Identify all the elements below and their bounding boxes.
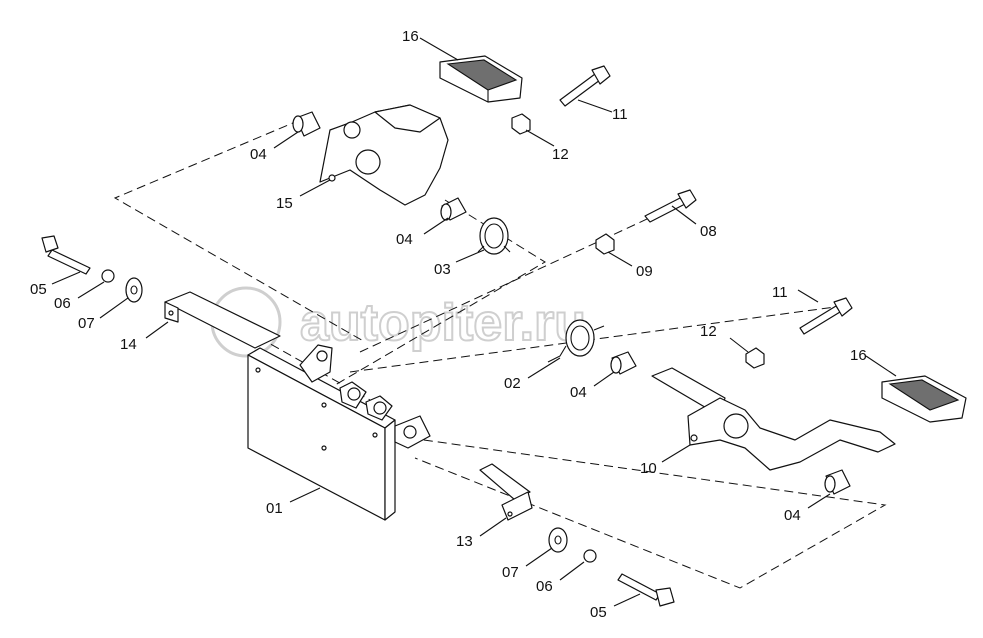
bolt-08 <box>644 189 697 223</box>
bolt-05-right <box>617 573 675 607</box>
watermark: autopiter.ru <box>210 286 587 358</box>
spring-02 <box>547 319 605 363</box>
callout-06-left: 06 <box>54 295 71 312</box>
callout-07-right: 07 <box>502 564 519 581</box>
callout-13: 13 <box>456 533 473 550</box>
callout-01: 01 <box>266 500 283 517</box>
washer-07-right <box>548 527 568 553</box>
bolt-top <box>559 65 611 107</box>
callout-09: 09 <box>636 263 653 280</box>
nut-top <box>511 113 531 135</box>
callout-16-top: 16 <box>402 28 419 45</box>
bolt-right <box>799 297 853 335</box>
callout-03: 03 <box>434 261 451 278</box>
callout-04-right: 04 <box>570 384 587 401</box>
callout-07-left: 07 <box>78 315 95 332</box>
pedal-pad-top <box>439 55 523 103</box>
pin-14 <box>164 291 281 349</box>
watermark-text: autopiter.ru <box>300 294 586 352</box>
callout-12-right: 12 <box>700 323 717 340</box>
nut-09 <box>595 233 615 255</box>
bushing-bottom <box>824 469 851 495</box>
callout-04-bottom: 04 <box>784 507 801 524</box>
callout-04-top: 04 <box>250 146 267 163</box>
assembly-dashed-lines <box>113 119 887 589</box>
callout-15: 15 <box>276 195 293 212</box>
bolt-05-left <box>41 235 91 275</box>
lock-washer-06-right <box>583 549 597 563</box>
pedal-lever <box>651 367 896 471</box>
callout-08: 08 <box>700 223 717 240</box>
callout-11-right: 11 <box>772 284 788 301</box>
lock-washer-06-left <box>101 269 115 283</box>
leader-lines <box>51 37 897 607</box>
callout-16-right: 16 <box>850 347 867 364</box>
callout-05-left: 05 <box>30 281 47 298</box>
pin-13 <box>479 463 533 521</box>
spring-03 <box>477 217 511 255</box>
callout-14: 14 <box>120 336 137 353</box>
callout-02: 02 <box>504 375 521 392</box>
callout-11-top: 11 <box>612 106 628 123</box>
base-plate <box>247 344 431 521</box>
bushing-mid <box>440 197 467 221</box>
callout-12-top: 12 <box>552 146 569 163</box>
callout-06-right: 06 <box>536 578 553 595</box>
callout-10: 10 <box>640 460 657 477</box>
washer-07-left <box>125 277 143 303</box>
pedal-bracket <box>319 104 449 206</box>
callout-05-right: 05 <box>590 604 607 621</box>
bushing-right <box>610 351 637 375</box>
callout-labels: 16 11 04 12 15 04 03 08 09 05 06 07 14 1… <box>30 28 867 621</box>
callout-04-mid: 04 <box>396 231 413 248</box>
nut-right <box>745 347 765 369</box>
bushing-top <box>292 111 321 137</box>
pedal-pad-right <box>881 375 967 423</box>
